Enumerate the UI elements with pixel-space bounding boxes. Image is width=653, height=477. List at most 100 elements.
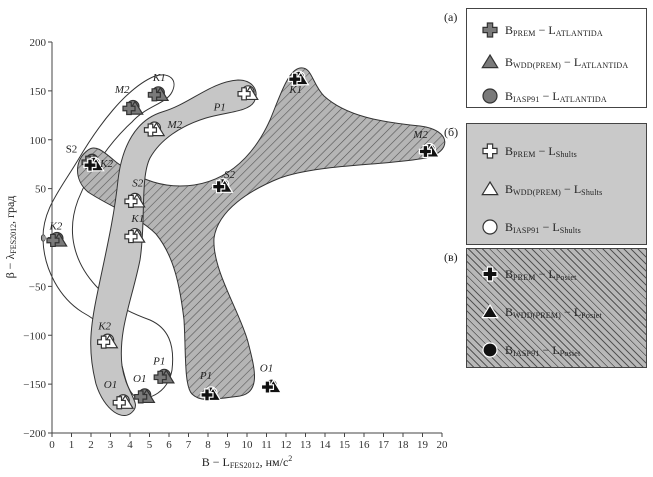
point-label-shults-k2: K2 [97,320,111,332]
marker-cross [153,370,167,384]
legend-item-shults-cross: BPREM − LShults [481,142,577,160]
x-tick-label: 17 [378,439,390,451]
point-posiet-k1 [288,70,310,86]
marker-cross [122,101,136,116]
point-posiet-s2 [212,178,234,194]
x-tick-label: 12 [281,439,292,451]
point-shults-p1 [237,85,259,101]
x-tick-label: 3 [108,439,114,451]
point-label-atlantida-k2: K2 [48,221,62,233]
x-tick-label: 8 [205,439,211,451]
y-axis-title: β − λFES2012, град [3,196,18,279]
x-tick-label: 7 [186,439,192,451]
region-atlantida [42,74,175,399]
x-tick-label: 20 [437,439,449,451]
y-tick-label: 0 [41,233,47,245]
legend-tag-c: (в) [444,250,458,264]
circle-marker-icon [482,219,498,235]
marker-cross [124,229,138,244]
point-label-atlantida-m2: M2 [114,84,130,96]
legend-item-label: BIASP91 − LATLANTIDA [505,88,607,104]
x-tick-label: 14 [320,439,332,451]
marker-cross [288,72,302,86]
x-tick-label: 18 [398,439,410,451]
region-shults [90,79,257,416]
marker-cross [212,180,226,194]
marker-cross [97,335,111,349]
legend-item-atlantida-triangle: BWDD(PREM) − LATLANTIDA [481,53,628,71]
x-tick-label: 1 [69,439,75,451]
point-label-shults-p1: P1 [213,101,226,113]
x-tick-label: 4 [127,439,133,451]
legend-item-label: BWDD(PREM) − LATLANTIDA [505,54,629,70]
point-label-atlantida-o1: O1 [133,373,146,385]
legend-item-posiet-cross: BPREM − LPosiet [481,265,577,283]
x-tick-label: 0 [49,439,55,451]
marker-cross [46,233,60,248]
point-shults-o1 [112,394,135,410]
legend-item-shults-circle: BIASP91 − LShults [481,218,581,236]
point-shults-k2 [97,333,119,349]
point-posiet-o1 [260,378,283,394]
point-label-atlantida-s2: S2 [66,143,78,155]
marker-cross [124,194,138,208]
x-tick-label: 10 [242,439,254,451]
legend-atlantida: BPREM − LATLANTIDA BWDD(PREM) − LATLANTID… [466,8,647,108]
point-posiet-p1 [200,386,222,402]
y-tick-label: −50 [29,281,47,293]
legend-item-label: BWDD(PREM) − LShults [505,181,603,197]
legend-tag-b: (б) [444,125,459,139]
circle-marker-icon [482,342,498,358]
triangle-marker-icon [481,180,499,196]
marker-cross [147,88,161,102]
point-shults-s2 [124,192,146,208]
legend-item-label: BWDD(PREM) − LPosiet [505,304,602,320]
x-tick-label: 13 [300,439,312,451]
legend-item-label: BIASP91 − LShults [505,219,581,235]
y-tick-label: 150 [30,86,47,98]
marker-cross [260,380,275,394]
legend-item-posiet-triangle: BWDD(PREM) − LPosiet [481,303,602,321]
point-label-shults-s2: S2 [132,178,144,190]
point-label-shults-k1: K1 [130,213,144,225]
x-tick-label: 19 [417,439,429,451]
point-atlantida-o1 [134,388,156,404]
circle-marker-icon [482,88,498,104]
marker-cross [418,144,432,159]
point-shults-m2 [143,121,166,137]
legend-item-shults-triangle: BWDD(PREM) − LShults [481,180,602,198]
y-tick-label: −100 [23,330,46,342]
legend-item-label: BIASP91 − LPosiet [505,342,581,358]
point-label-shults-m2: M2 [167,119,183,131]
triangle-marker-icon [481,303,499,319]
cross-marker-icon [482,143,498,159]
x-tick-label: 2 [88,439,94,451]
y-tick-label: 50 [35,184,47,196]
y-tick-label: 100 [30,135,47,147]
legend-item-label: BPREM − LATLANTIDA [505,22,603,38]
y-tick-label: −200 [23,428,46,440]
x-tick-label: 6 [166,439,172,451]
point-posiet-m2 [418,142,441,159]
point-label-posiet-k2: K2 [99,158,113,170]
point-label-posiet-m2: M2 [412,129,428,141]
legend-item-atlantida-circle: BIASP91 − LATLANTIDA [481,87,607,105]
marker-cross [134,390,148,404]
legend-item-label: BPREM − LShults [505,143,577,159]
point-label-atlantida-p1: P1 [152,356,165,368]
x-tick-label: 11 [261,439,272,451]
point-label-posiet-k1: K1 [288,84,302,96]
point-label-posiet-p1: P1 [199,370,212,382]
point-label-shults-o1: O1 [104,379,117,391]
marker-cross [200,388,214,402]
y-tick-label: 200 [30,37,47,49]
point-label-posiet-o1: O1 [260,362,273,374]
cluster-regions [42,67,446,416]
legend-item-label: BPREM − LPosiet [505,266,577,282]
cross-marker-icon [482,22,498,38]
x-tick-label: 9 [225,439,231,451]
legend-item-atlantida-cross: BPREM − LATLANTIDA [481,21,603,39]
